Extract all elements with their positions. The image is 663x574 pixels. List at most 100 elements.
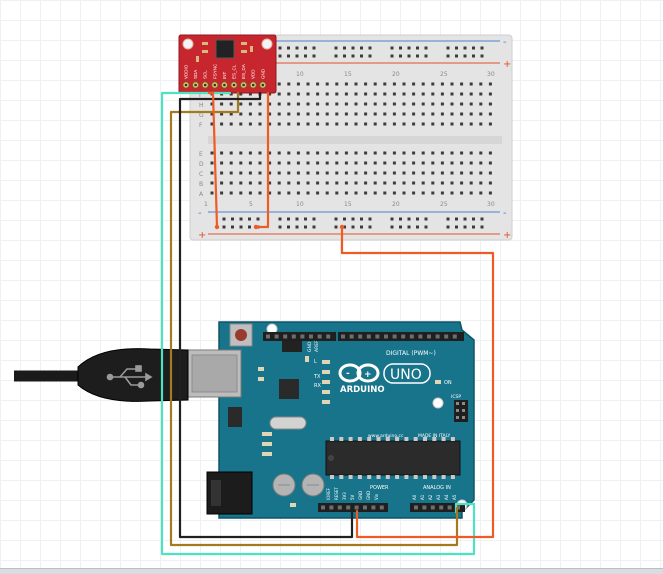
- bottom-rail-minus-left: -: [198, 208, 202, 219]
- sensor-pin-label: FSYNC: [212, 63, 217, 79]
- svg-text:30: 30: [487, 71, 495, 78]
- sensor-pin-label: SDA: [193, 70, 198, 79]
- chip-pin: [367, 475, 372, 479]
- rail-hole: [248, 217, 251, 221]
- rail-hole: [368, 54, 372, 58]
- breadboard-hole: [248, 171, 252, 175]
- chip-pin: [385, 437, 390, 441]
- breadboard-hole: [421, 151, 425, 155]
- breadboard-hole: [258, 171, 262, 175]
- breadboard-hole: [296, 171, 300, 175]
- rail-hole: [360, 217, 363, 221]
- rail-hole: [304, 225, 307, 229]
- breadboard-hole: [306, 191, 310, 195]
- breadboard-hole: [268, 92, 272, 96]
- chip-pin: [441, 437, 446, 441]
- breadboard-hole: [373, 191, 377, 195]
- rail-hole: [343, 54, 346, 58]
- breadboard-hole: [373, 122, 377, 126]
- rx-led-label: RX: [314, 383, 321, 389]
- rail-hole: [480, 54, 484, 58]
- header-pin: [379, 505, 384, 510]
- breadboard-hole: [277, 191, 281, 195]
- center-channel: [208, 136, 502, 144]
- breadboard-hole: [383, 122, 387, 126]
- chip-pin: [413, 475, 418, 479]
- wire-gnd[interactable]: [178, 91, 354, 539]
- header-pin: [435, 334, 440, 339]
- tx-led-label: TX: [313, 374, 321, 380]
- breadboard-hole: [392, 122, 396, 126]
- svg-text:G: G: [199, 112, 204, 119]
- breadboard-hole: [373, 112, 377, 116]
- wire-sensor-vdd[interactable]: [254, 91, 270, 229]
- breadboard-hole: [287, 171, 291, 175]
- usb-cable[interactable]: [14, 348, 189, 402]
- breadboard-hole: [239, 122, 243, 126]
- breadboard-hole: [287, 161, 291, 165]
- breadboard-hole: [335, 82, 339, 86]
- wire-scl[interactable]: [169, 91, 459, 547]
- svg-text:D: D: [199, 161, 204, 168]
- chip-pin: [450, 475, 455, 479]
- rail-hole: [334, 217, 338, 221]
- wires: [160, 91, 495, 556]
- rail-hole: [455, 46, 458, 50]
- svg-text:C: C: [199, 171, 203, 178]
- rail-hole: [248, 225, 251, 229]
- breadboard-hole: [344, 82, 348, 86]
- breadboard-hole: [248, 191, 252, 195]
- sensor-pin-label: VDD: [251, 69, 256, 79]
- chip-pin: [404, 475, 409, 479]
- wire-5v[interactable]: [340, 225, 495, 539]
- breadboard-hole: [402, 102, 406, 106]
- header-pin: [354, 505, 359, 510]
- rail-hole: [446, 225, 450, 229]
- breadboard-hole: [306, 102, 310, 106]
- breadboard-hole: [325, 161, 329, 165]
- rail-hole: [472, 46, 475, 50]
- rail-hole: [399, 225, 402, 229]
- rail-hole: [287, 46, 290, 50]
- breadboard-hole: [296, 191, 300, 195]
- breadboard-hole: [364, 102, 368, 106]
- reset-button-cap[interactable]: [235, 329, 247, 341]
- breadboard-hole: [421, 191, 425, 195]
- breadboard-hole: [383, 161, 387, 165]
- breadboard-hole: [248, 92, 252, 96]
- breadboard-hole: [335, 181, 339, 185]
- breadboard-hole: [277, 102, 281, 106]
- breadboard-hole: [306, 122, 310, 126]
- breadboard-hole: [258, 181, 262, 185]
- breadboard-hole: [325, 191, 329, 195]
- breadboard-hole: [354, 191, 358, 195]
- sensor-pin-hole: [261, 83, 265, 87]
- breadboard-hole: [248, 161, 252, 165]
- breadboard-hole: [354, 102, 358, 106]
- breadboard-hole: [306, 151, 310, 155]
- breadboard-hole: [488, 82, 492, 86]
- breadboard-hole: [412, 112, 416, 116]
- wire-sensor-gnd[interactable]: [207, 91, 219, 229]
- chip-pin: [404, 437, 409, 441]
- sensor-pin-hole: [223, 83, 226, 87]
- rail-hole: [295, 54, 299, 58]
- arduino-uno[interactable]: DIGITAL (PWM~) AREF GND L TX RX ON - + A…: [187, 321, 475, 519]
- breadboard-hole: [296, 122, 300, 126]
- breadboard-hole: [364, 181, 368, 185]
- rail-hole: [343, 46, 346, 50]
- breadboard-hole: [287, 102, 291, 106]
- rail-hole: [416, 54, 419, 58]
- icsp-header-pins: [456, 402, 465, 419]
- top-rail-holes: [222, 46, 484, 58]
- header-pin: [317, 334, 322, 339]
- breadboard-hole: [296, 161, 300, 165]
- breadboard-hole: [421, 92, 425, 96]
- atmega-chip: [325, 440, 461, 476]
- breadboard-hole: [440, 92, 444, 96]
- header-pin: [430, 505, 435, 510]
- wire-sda[interactable]: [160, 91, 476, 556]
- breadboard-hole: [258, 191, 262, 195]
